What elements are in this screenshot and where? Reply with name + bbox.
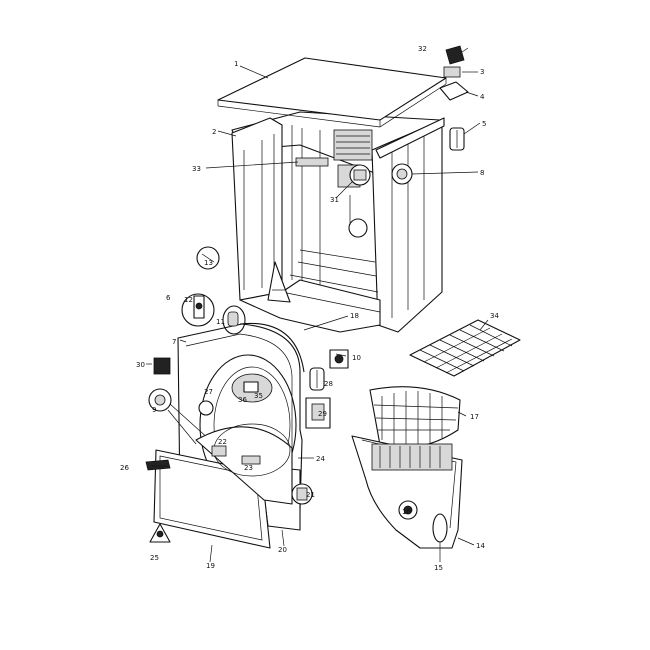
callout-27: 27 [204,388,213,396]
callout-35: 35 [254,392,263,400]
lint-assembly [351,319,521,549]
callout-30: 30 [136,361,145,369]
callout-29: 29 [318,410,327,418]
callout-25: 25 [150,554,159,562]
callout-12: 12 [184,296,193,304]
door-handle [145,459,171,471]
callout-2: 2 [212,128,216,136]
part-12-group [181,293,215,327]
callout-23: 23 [244,464,253,472]
gasket [239,322,305,373]
cabinet-left-panel [231,117,283,301]
callout-32: 32 [418,45,427,53]
part-33-bracket [295,157,329,167]
callout-16: 16 [402,508,411,516]
part-22 [211,445,227,457]
part-32-clip [445,45,465,65]
callout-7: 7 [172,338,176,346]
leader-lines [146,47,489,563]
lint-duct-grille [371,443,453,471]
callout-21: 21 [306,491,315,499]
lint-filter [369,386,461,449]
cabinet-foot [267,261,291,303]
callout-17: 17 [470,413,479,421]
callout-24: 24 [316,455,325,463]
callout-5: 5 [482,120,486,128]
callout-4: 4 [480,93,485,101]
callout-6: 6 [166,294,171,302]
callout-9: 9 [152,406,156,414]
part-27 [198,400,214,416]
rear-blower [348,218,368,238]
callout-34: 34 [490,312,499,320]
callout-11: 11 [216,318,225,326]
rear-vent-grille [333,129,373,161]
callout-8: 8 [480,169,484,177]
callout-3: 3 [480,68,484,76]
callout-22: 22 [218,438,227,446]
callout-28: 28 [324,380,333,388]
callout-15: 15 [434,564,443,572]
callout-labels: 1 2 3 4 5 6 7 8 9 10 11 12 13 14 15 16 1… [120,45,499,572]
part-3 [443,66,461,78]
callout-19: 19 [206,562,215,570]
callout-36: 36 [238,396,247,404]
callout-33: 33 [192,165,201,173]
drying-rack [409,319,521,377]
door-assembly [145,423,313,549]
cabinet-front-rail [375,117,445,159]
part-23 [241,455,261,465]
part-11 [222,305,246,335]
callout-1: 1 [234,60,238,68]
callout-13: 13 [204,259,213,267]
callout-14: 14 [476,542,485,550]
cabinet-assembly [231,111,445,333]
callout-31: 31 [330,196,339,204]
part-30 [153,357,171,375]
callout-26: 26 [120,464,129,472]
part-4 [439,81,469,101]
callout-20: 20 [278,546,287,554]
callout-18: 18 [350,312,359,320]
callout-10: 10 [352,354,361,362]
